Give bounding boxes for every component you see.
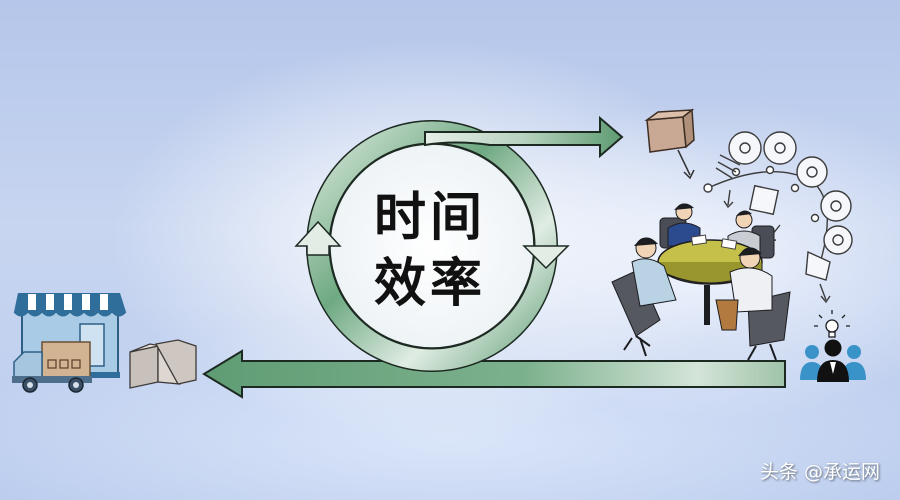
watermark: 头条 @承运网 xyxy=(759,461,880,483)
center-title-line2: 效率 xyxy=(373,254,486,314)
center-title: 时间 效率 xyxy=(350,185,510,317)
process-bubbles-icon xyxy=(703,131,853,304)
outgoing-arrow xyxy=(424,115,624,159)
lightbulb-idea-icon xyxy=(814,310,850,338)
delivery-truck-icon xyxy=(12,341,92,393)
meeting-table-scene xyxy=(611,203,791,361)
team-people-icon xyxy=(800,339,866,382)
return-arrow xyxy=(202,349,786,399)
cycle-ring xyxy=(294,120,570,372)
boxes-icon xyxy=(129,339,197,389)
center-title-line1: 时间 xyxy=(373,188,486,248)
box-icon xyxy=(644,108,695,180)
